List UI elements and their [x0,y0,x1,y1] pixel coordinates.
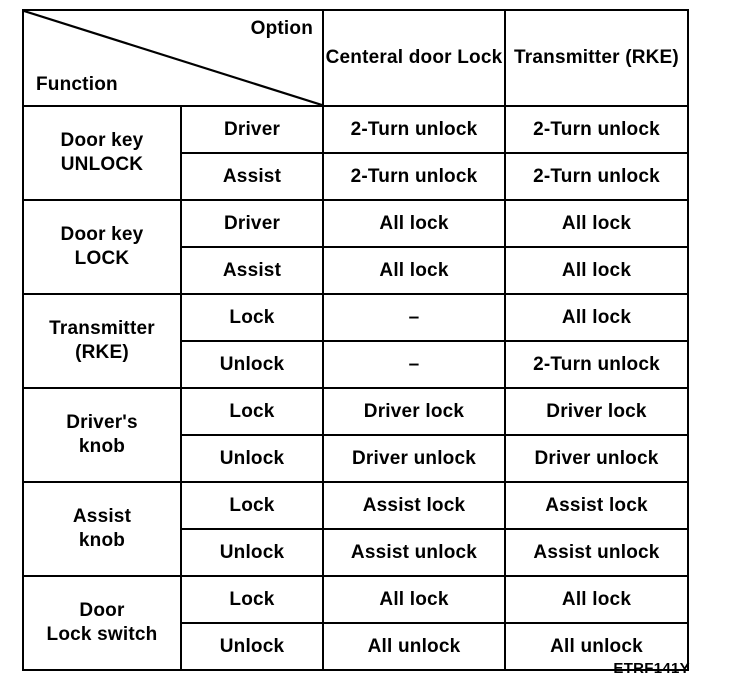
option-cell: Lock [180,387,324,436]
corner-header-cell: Option Function [22,9,324,107]
function-label-line1: Door key [60,130,144,152]
function-cell: Door Lock switch [22,575,182,671]
function-cell: Door key LOCK [22,199,182,295]
option-cell: Unlock [180,528,324,577]
central-door-lock-cell: Assist unlock [322,528,506,577]
central-door-lock-cell: Driver unlock [322,434,506,483]
central-door-lock-cell: All unlock [322,622,506,671]
option-cell: Lock [180,293,324,342]
table-row: Door Lock switch Lock All lock All lock [22,575,689,671]
option-cell: Unlock [180,340,324,389]
option-cell: Unlock [180,434,324,483]
function-label-line1: Door key [60,224,144,246]
option-cell: Lock [180,575,324,624]
central-door-lock-cell: 2-Turn unlock [322,152,506,201]
function-label-line1: Door [79,600,125,622]
transmitter-rke-cell: All lock [504,293,689,342]
function-label-line1: Assist [72,506,132,528]
function-cell: Assist knob [22,481,182,577]
option-cell: Driver [180,105,324,154]
function-label-line2: Lock switch [46,624,158,645]
column-header-central-door-lock-line2: Lock [457,47,503,69]
transmitter-rke-cell: Driver unlock [504,434,689,483]
column-header-transmitter-rke: Transmitter (RKE) [504,9,689,107]
table-row: Transmitter (RKE) Lock – All lock [22,293,689,389]
function-label-line2: knob [78,436,126,457]
function-label-line1: Transmitter [49,318,155,340]
table-header-row: Option Function Centeral door Lock Trans… [22,9,689,107]
central-door-lock-cell: – [322,340,506,389]
column-header-option: Option [250,18,313,39]
column-header-transmitter-rke-line1: Transmitter [514,47,620,69]
transmitter-rke-cell: All lock [504,246,689,295]
transmitter-rke-cell: Driver lock [504,387,689,436]
table-row: Door key UNLOCK Driver 2-Turn unlock 2-T… [22,105,689,201]
function-cell: Driver's knob [22,387,182,483]
option-cell: Unlock [180,622,324,671]
column-header-function: Function [36,74,118,96]
function-label-line1: Driver's [66,412,138,434]
central-door-lock-cell: 2-Turn unlock [322,105,506,154]
table-row: Unlock – 2-Turn unlock [23,340,689,389]
transmitter-rke-cell: 2-Turn unlock [504,105,689,154]
function-label-line2: knob [78,530,126,551]
table-row: Assist 2-Turn unlock 2-Turn unlock [23,152,689,201]
door-lock-operation-table: Option Function Centeral door Lock Trans… [22,9,689,671]
function-label-line2: UNLOCK [60,154,144,175]
central-door-lock-cell: All lock [322,575,506,624]
figure-code-caption: ETRF141Y [613,660,690,677]
option-cell: Assist [180,152,324,201]
option-cell: Lock [180,481,324,530]
option-cell: Driver [180,199,324,248]
column-header-central-door-lock: Centeral door Lock [322,9,506,107]
central-door-lock-cell: All lock [322,246,506,295]
column-header-transmitter-rke-line2: (RKE) [625,47,679,69]
central-door-lock-cell: Assist lock [322,481,506,530]
central-door-lock-cell: Driver lock [322,387,506,436]
function-cell: Door key UNLOCK [22,105,182,201]
central-door-lock-cell: – [322,293,506,342]
table-row: Assist knob Lock Assist lock Assist lock [22,481,689,577]
table-row: Assist All lock All lock [23,246,689,295]
transmitter-rke-cell: 2-Turn unlock [504,340,689,389]
option-cell: Assist [180,246,324,295]
function-label-line2: (RKE) [75,342,129,363]
transmitter-rke-cell: All unlock [504,622,689,671]
table-row: Unlock Assist unlock Assist unlock [23,528,689,577]
function-cell: Transmitter (RKE) [22,293,182,389]
table-body: Option Function Centeral door Lock Trans… [22,9,689,671]
transmitter-rke-cell: All lock [504,575,689,624]
transmitter-rke-cell: Assist lock [504,481,689,530]
table-row: Driver's knob Lock Driver lock Driver lo… [22,387,689,483]
diagonal-divider-line [24,11,322,105]
transmitter-rke-cell: Assist unlock [504,528,689,577]
function-label-line2: LOCK [74,248,130,269]
central-door-lock-cell: All lock [322,199,506,248]
transmitter-rke-cell: All lock [504,199,689,248]
table-row: Door key LOCK Driver All lock All lock [22,199,689,295]
table-row: Unlock All unlock All unlock [23,622,689,671]
table-row: Unlock Driver unlock Driver unlock [23,434,689,483]
transmitter-rke-cell: 2-Turn unlock [504,152,689,201]
column-header-central-door-lock-line1: Centeral door [325,47,452,69]
